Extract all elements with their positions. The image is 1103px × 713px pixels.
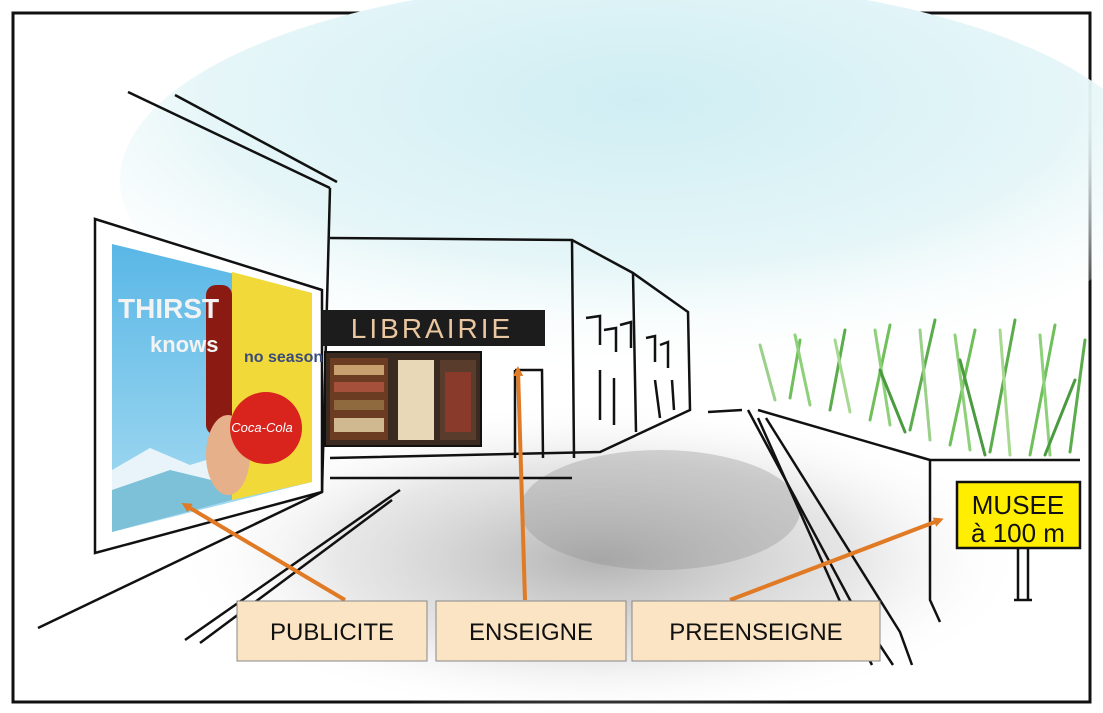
billboard-line3: no season [244, 349, 323, 366]
museum-sign-line1: MUSEE [972, 490, 1064, 520]
museum-sign-line2: à 100 m [971, 518, 1065, 548]
label-preenseigne: PREENSEIGNE [632, 601, 880, 661]
billboard-line1: THIRST [118, 293, 219, 324]
billboard-line2: knows [150, 332, 218, 357]
shop-sign-text: LIBRAIRIE [351, 313, 513, 344]
label-preenseigne-text: PREENSEIGNE [669, 619, 842, 646]
shop-window [325, 352, 481, 446]
billboard-brand: Coca-Cola [231, 420, 292, 435]
label-enseigne-text: ENSEIGNE [469, 619, 593, 646]
label-publicite: PUBLICITE [237, 601, 427, 661]
road-dark-center [520, 450, 800, 570]
shop-sign: LIBRAIRIE [322, 310, 545, 346]
label-publicite-text: PUBLICITE [270, 619, 394, 646]
label-enseigne: ENSEIGNE [436, 601, 626, 661]
